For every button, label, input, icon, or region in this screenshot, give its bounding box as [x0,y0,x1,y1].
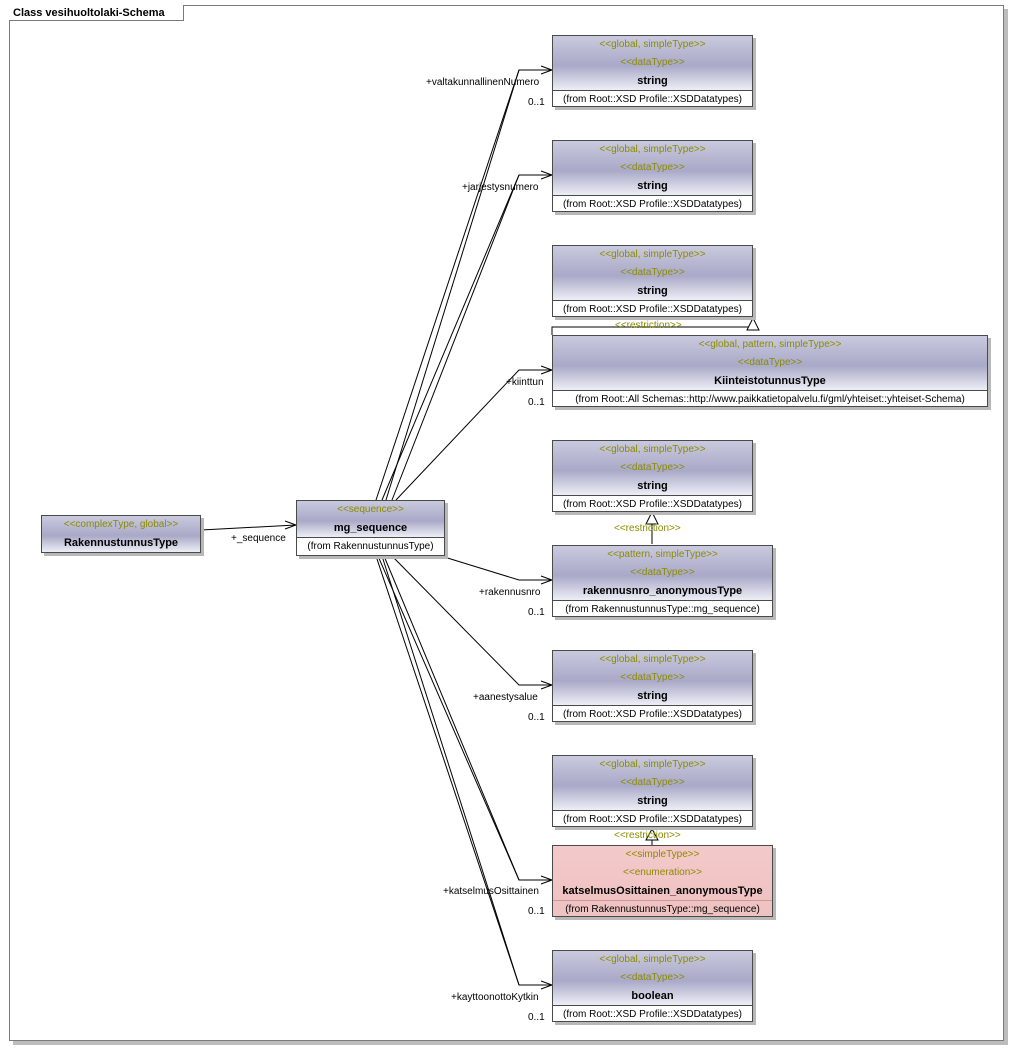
class-kiinteistotunnustype[interactable]: <<global, pattern, simpleType>> <<dataTy… [552,335,988,407]
stereotype: <<sequence>> [337,504,404,515]
class-name: string [637,480,668,492]
diagram-title: Class vesihuoltolaki-Schema [9,5,184,21]
class-name: katselmusOsittainen_anonymousType [562,885,763,897]
multiplicity-label: 0..1 [528,397,545,408]
role-label: +kayttoonottoKytkin [451,992,539,1003]
link-kayttoonotto-2 [381,555,520,986]
class-name: rakennusnro_anonymousType [582,585,743,597]
restriction-label: <<restriction>> [615,320,682,331]
stereotype: <<dataType>> [620,57,685,68]
stereotype: <<enumeration>> [623,867,702,878]
class-origin: (from Root::XSD Profile::XSDDatatypes) [553,810,752,826]
link-aanestysalue [391,555,552,686]
role-label: +rakennusnro [479,587,541,598]
class-origin: (from Root::XSD Profile::XSDDatatypes) [553,195,752,211]
class-rakennusnro-anonymoustype[interactable]: <<pattern, simpleType>> <<dataType>> rak… [552,545,773,617]
stereotype: <<global, simpleType>> [599,249,706,260]
class-name: KiinteistotunnusType [714,375,826,387]
role-label: +valtakunnallinenNumero [426,77,540,88]
class-name: string [637,690,668,702]
link-valtakunnallinen-2 [385,69,520,501]
stereotype: <<global, pattern, simpleType>> [698,339,842,350]
stereotype: <<dataType>> [630,567,695,578]
class-origin: (from Root::XSD Profile::XSDDatatypes) [553,495,752,511]
class-string-3[interactable]: <<global, simpleType>> <<dataType>> stri… [552,245,753,317]
class-origin: (from RakennustunnusType::mg_sequence) [553,600,772,616]
class-name: boolean [631,990,674,1002]
stereotype: <<dataType>> [620,162,685,173]
link-sequence [200,524,297,531]
link-valtakunnallinen [375,69,552,501]
link-rakennusnro [440,555,552,581]
link-jarjestys-2 [391,174,520,501]
stereotype: <<global, simpleType>> [599,144,706,155]
role-label: +_sequence [231,533,286,544]
stereotype: <<global, simpleType>> [599,39,706,50]
class-name: RakennustunnusType [63,537,179,549]
generalization-arrow-3 [645,827,659,841]
stereotype: <<global, simpleType>> [599,954,706,965]
multiplicity-label: 0..1 [528,712,545,723]
generalization-arrow-1 [746,316,760,331]
generalization-arrow-2 [645,510,659,525]
class-string-4[interactable]: <<global, simpleType>> <<dataType>> stri… [552,440,753,512]
restriction-label: <<restriction>> [614,523,681,534]
class-name: string [637,75,668,87]
link-jarjestys [381,174,552,501]
stereotype: <<dataType>> [620,267,685,278]
class-string-6[interactable]: <<global, simpleType>> <<dataType>> stri… [552,755,753,827]
stereotype: <<dataType>> [620,972,685,983]
stereotype: <<dataType>> [620,462,685,473]
stereotype: <<pattern, simpleType>> [607,549,718,560]
class-origin: (from Root::XSD Profile::XSDDatatypes) [553,705,752,721]
class-string-2[interactable]: <<global, simpleType>> <<dataType>> stri… [552,140,753,212]
multiplicity-label: 0..1 [528,607,545,618]
class-mg-sequence[interactable]: <<sequence>> mg_sequence (from Rakennust… [296,500,445,556]
class-boolean[interactable]: <<global, simpleType>> <<dataType>> bool… [552,950,753,1022]
stereotype: <<global, simpleType>> [599,444,706,455]
stereotype: <<simpleType>> [625,849,700,860]
class-katselmusosittainen-anonymoustype[interactable]: <<simpleType>> <<enumeration>> katselmus… [552,845,773,917]
stereotype: <<global, simpleType>> [599,654,706,665]
class-name: string [637,285,668,297]
role-label: +katselmusOsittainen [443,886,539,897]
multiplicity-label: 0..1 [528,1012,545,1023]
class-rakennustunnustype[interactable]: <<complexType, global>> RakennustunnusTy… [41,515,201,553]
class-name: mg_sequence [333,522,408,534]
class-origin: (from Root::XSD Profile::XSDDatatypes) [553,300,752,316]
link-kiinttun [395,369,552,501]
multiplicity-label: 0..1 [528,97,545,108]
stereotype: <<complexType, global>> [63,519,179,530]
class-string-5[interactable]: <<global, simpleType>> <<dataType>> stri… [552,650,753,722]
stereotype: <<global, simpleType>> [599,759,706,770]
class-name: string [637,795,668,807]
class-origin: (from Root::All Schemas::http://www.paik… [553,390,987,406]
stereotype: <<dataType>> [737,357,803,368]
role-label: +aanestysalue [473,692,538,703]
class-origin: (from RakennustunnusType::mg_sequence) [553,900,772,916]
class-origin: (from Root::XSD Profile::XSDDatatypes) [553,1005,752,1021]
role-label: +jarjestysnumero [462,182,539,193]
link-katselmus-2 [383,555,520,881]
class-origin: (from Root::XSD Profile::XSDDatatypes) [553,90,752,106]
stereotype: <<dataType>> [620,672,685,683]
class-name: string [637,180,668,192]
class-origin: (from RakennustunnusType) [297,537,444,555]
stereotype: <<dataType>> [620,777,685,788]
restriction-label: <<restriction>> [614,830,681,841]
multiplicity-label: 0..1 [528,906,545,917]
class-string-1[interactable]: <<global, simpleType>> <<dataType>> stri… [552,35,753,107]
role-label: +kiinttun [506,377,544,388]
